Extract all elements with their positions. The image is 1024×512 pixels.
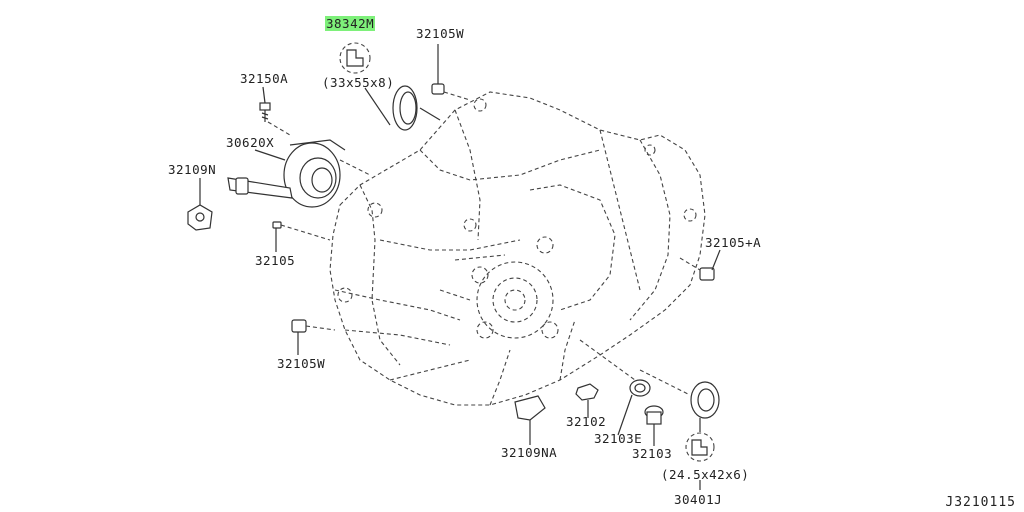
dowel-pin-32105w-bottom [291, 319, 336, 355]
seal-dimensions-bottom: (24.5x42x6) [661, 467, 750, 482]
bolt-32150a [259, 86, 291, 136]
part-label-32102[interactable]: 32102 [566, 414, 607, 429]
diagram-code: J3210115 [945, 495, 1016, 510]
nut-32102 [575, 383, 599, 418]
seal-inset-top [339, 42, 391, 126]
seal-dimensions-top: (33x55x8) [322, 75, 395, 90]
shim-32109n [187, 178, 213, 231]
release-bearing-30620x [227, 139, 371, 208]
pin-32105 [272, 221, 331, 252]
dowel-pin-32105a [679, 249, 721, 281]
part-label-32105w-bottom[interactable]: 32105W [277, 356, 326, 371]
transmission-housing [329, 91, 706, 406]
part-label-32105a[interactable]: 32105+A [705, 235, 762, 250]
part-label-32109n[interactable]: 32109N [168, 162, 217, 177]
washer-32103e [617, 379, 651, 436]
part-label-30401j[interactable]: 30401J [674, 492, 723, 507]
part-label-32150a[interactable]: 32150A [240, 71, 289, 86]
part-label-30620x[interactable]: 30620X [226, 135, 275, 150]
dowel-pin-32105w-top [431, 44, 471, 101]
part-label-38342m[interactable]: 38342M [325, 16, 376, 31]
part-label-32109na[interactable]: 32109NA [501, 445, 558, 460]
part-label-32103e[interactable]: 32103E [594, 431, 643, 446]
plug-32103 [644, 405, 664, 446]
part-label-32105[interactable]: 32105 [255, 253, 296, 268]
bracket-32109na [514, 395, 546, 445]
oil-seal-38342m [392, 85, 441, 131]
part-label-32103[interactable]: 32103 [632, 446, 673, 461]
part-label-32105w-top[interactable]: 32105W [416, 26, 465, 41]
oil-seal-30401j [639, 369, 720, 490]
